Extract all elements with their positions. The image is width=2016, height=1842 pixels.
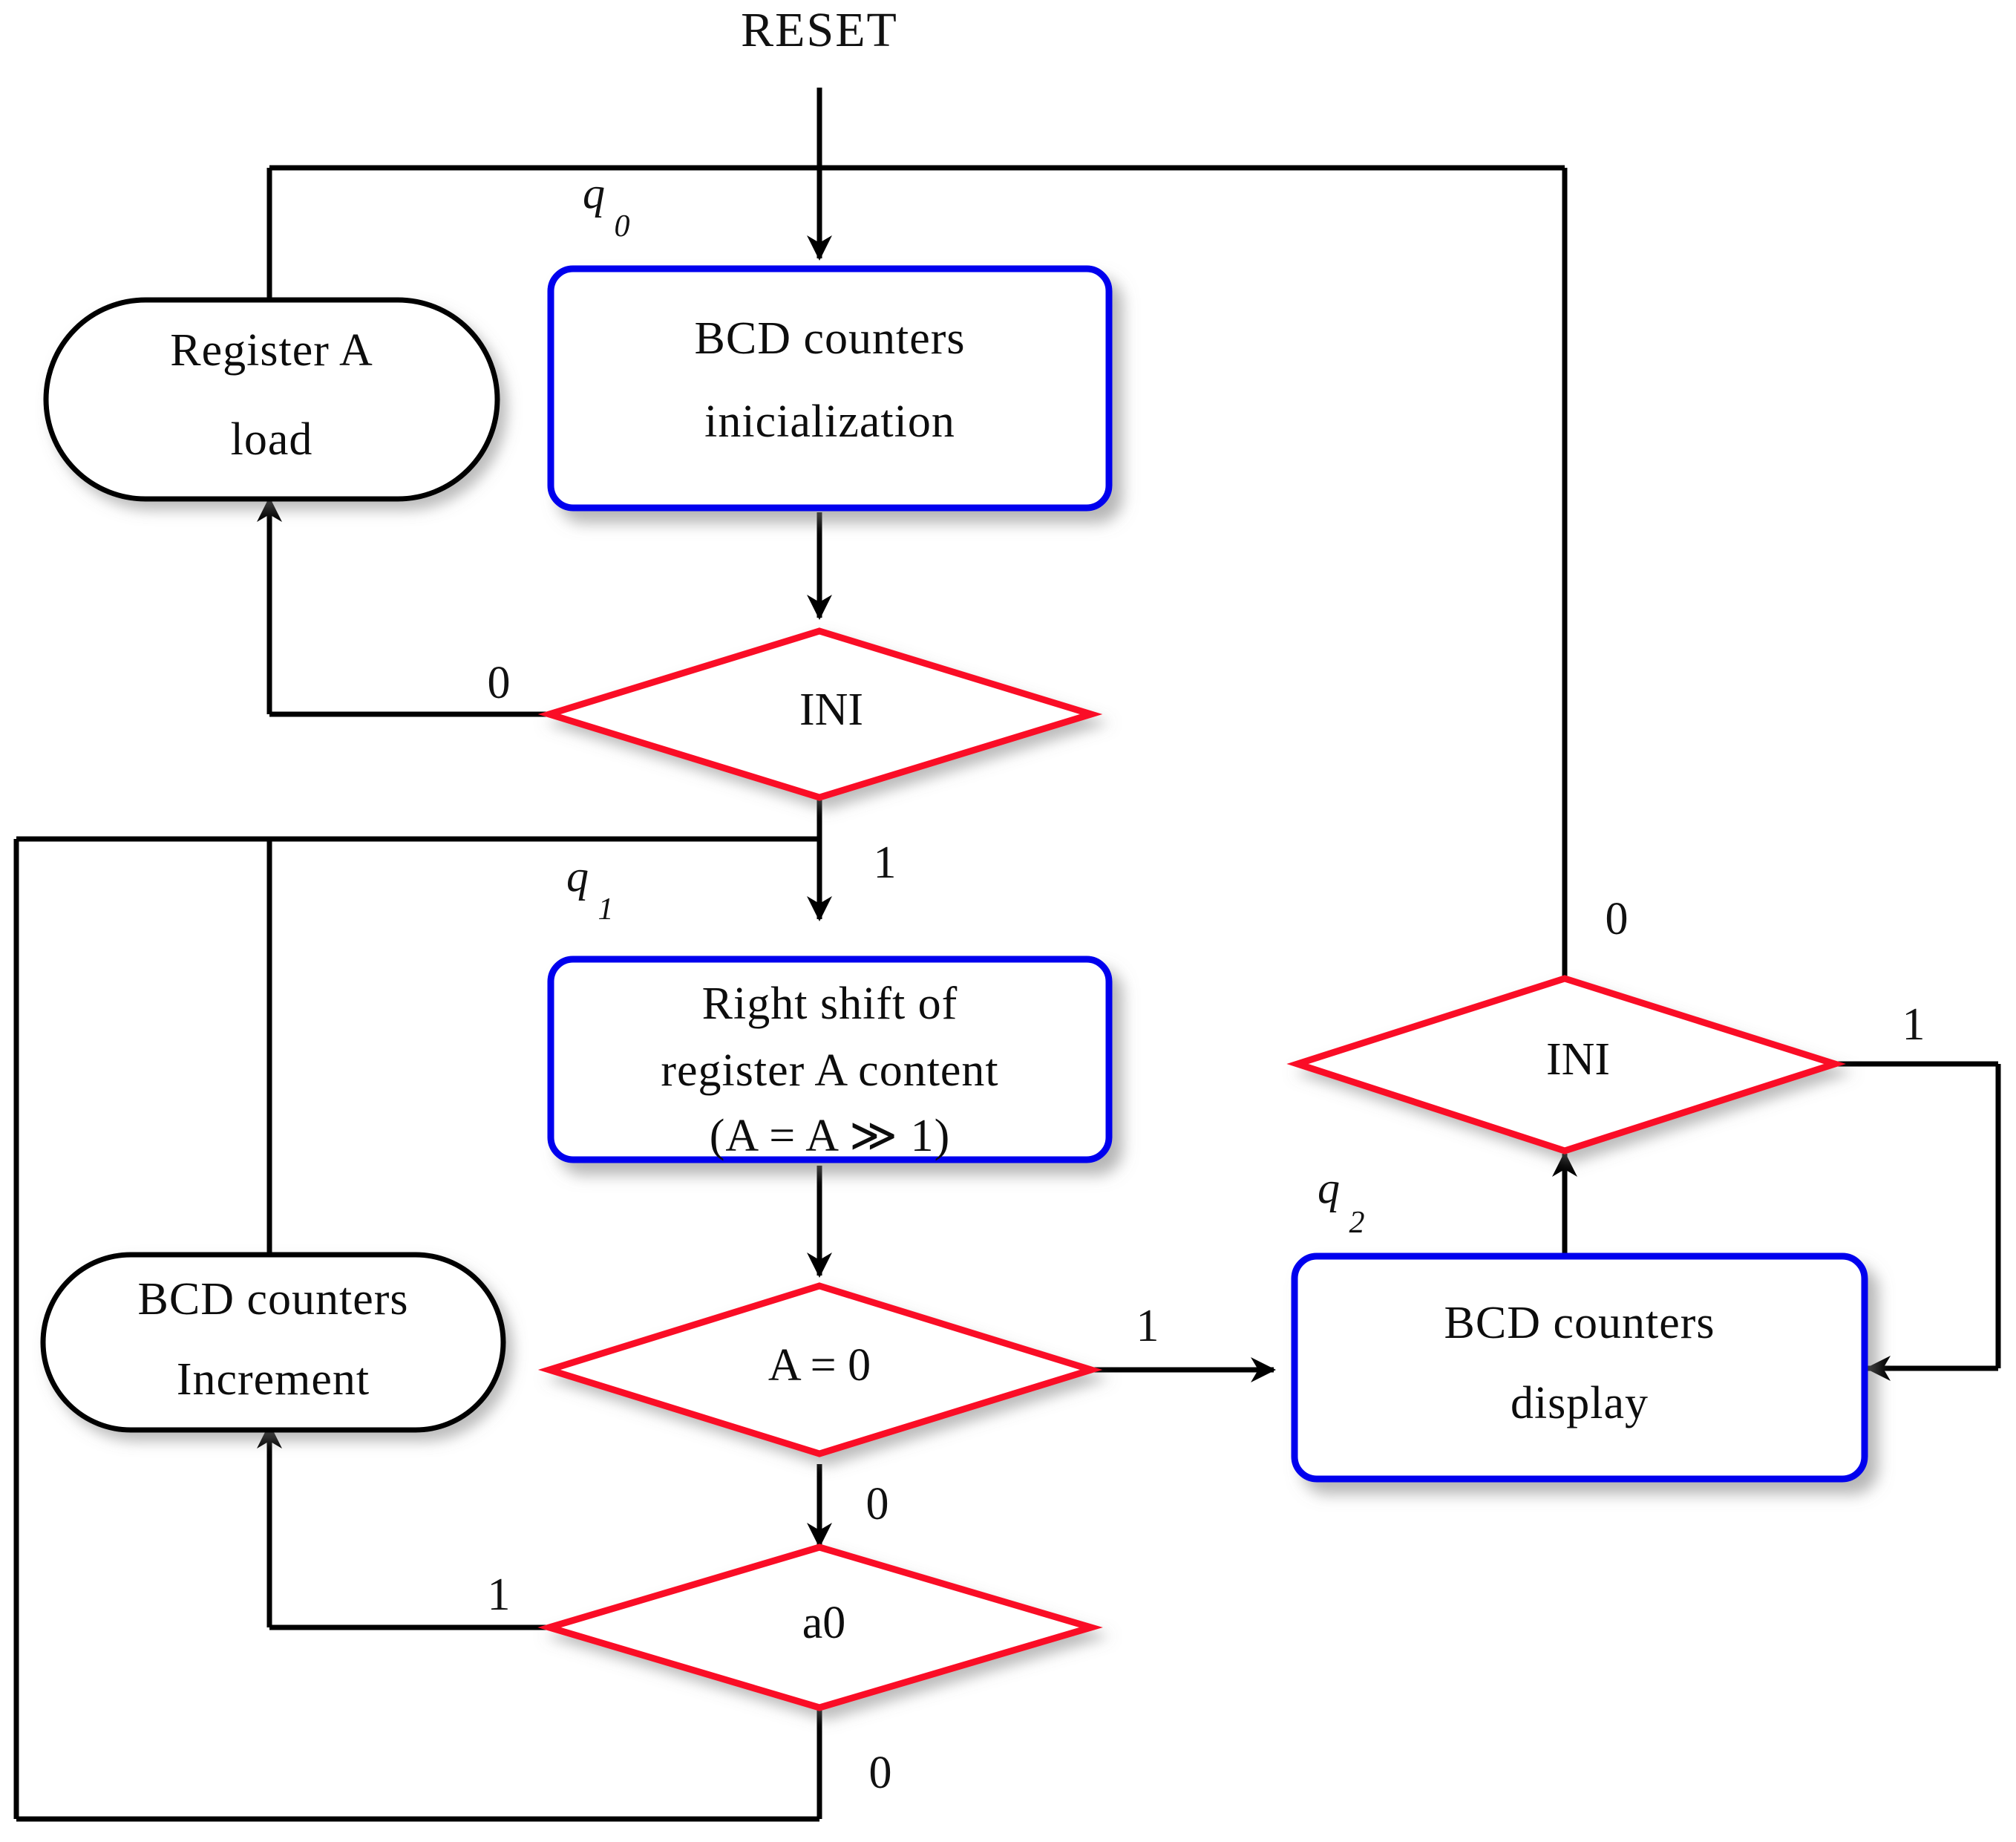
state-q1-sub: 1 (598, 892, 614, 927)
register-a-load-shape (43, 297, 500, 502)
bcd-init-line-2: inicialization (704, 396, 955, 447)
state-q0-base: q (583, 169, 605, 218)
bcd-display-line-1: BCD counters (1444, 1298, 1715, 1348)
a-equals-zero-label: A = 0 (768, 1340, 871, 1391)
right-shift-line-1: Right shift of (702, 979, 958, 1029)
state-label-q1: q 1 (566, 852, 614, 927)
bcd-increment-line-2: Increment (177, 1354, 370, 1405)
right-shift-shape (547, 956, 1113, 1163)
node-ini-decision-1[interactable]: INI (537, 627, 1103, 801)
bcd-display-line-2: display (1511, 1378, 1649, 1428)
node-a-equals-zero[interactable]: A = 0 (537, 1282, 1103, 1457)
edge-label-ini1-false: 0 (488, 658, 511, 708)
ini-decision-2-shape (1286, 975, 1846, 1154)
state-label-q2: q 2 (1318, 1163, 1365, 1240)
entry-label-reset: RESET (741, 3, 898, 57)
a0-decision-shape (537, 1544, 1103, 1711)
edge-label-ini2-true: 1 (1902, 999, 1925, 1050)
right-shift-line-2: register A content (661, 1045, 998, 1096)
state-q2-sub: 2 (1349, 1206, 1365, 1240)
bcd-init-line-1: BCD counters (694, 313, 965, 364)
edge-label-aeq0-true: 1 (1136, 1301, 1159, 1351)
right-shift-line-3: (A = A ≫ 1) (710, 1111, 950, 1161)
node-bcd-init[interactable]: BCD counters inicialization (547, 265, 1113, 512)
register-a-load-line-1: Register A (170, 325, 373, 376)
state-q0-sub: 0 (615, 209, 630, 244)
register-a-load-line-2: load (231, 414, 313, 465)
a-equals-zero-shape (537, 1282, 1103, 1457)
bcd-increment-line-1: BCD counters (137, 1274, 408, 1325)
node-bcd-display[interactable]: BCD counters display (1291, 1253, 1868, 1483)
edge-label-a0-false: 0 (869, 1748, 892, 1798)
state-q2-base: q (1318, 1163, 1340, 1212)
edge-label-a0-true: 1 (488, 1570, 511, 1620)
node-right-shift[interactable]: Right shift of register A content (A = A… (547, 956, 1113, 1163)
node-a0-decision[interactable]: a0 (537, 1544, 1103, 1711)
edge-label-ini2-false: 0 (1606, 894, 1629, 944)
ini-decision-1-label: INI (799, 685, 863, 735)
node-bcd-increment[interactable]: BCD counters Increment (40, 1252, 506, 1433)
node-ini-decision-2[interactable]: INI (1286, 975, 1846, 1154)
bcd-increment-shape (40, 1252, 506, 1433)
wire-layer (13, 88, 2001, 1822)
node-register-a-load[interactable]: Register A load (43, 297, 500, 502)
bcd-display-shape (1291, 1253, 1868, 1483)
edge-label-ini1-true: 1 (874, 837, 897, 888)
edge-label-aeq0-false: 0 (866, 1479, 889, 1529)
ini-decision-1-shape (537, 627, 1103, 801)
state-q1-base: q (566, 852, 589, 901)
state-label-q0: q 0 (583, 169, 630, 244)
ini-decision-2-label: INI (1546, 1034, 1610, 1085)
bcd-init-shape (547, 265, 1113, 512)
a0-decision-label: a0 (802, 1598, 846, 1648)
